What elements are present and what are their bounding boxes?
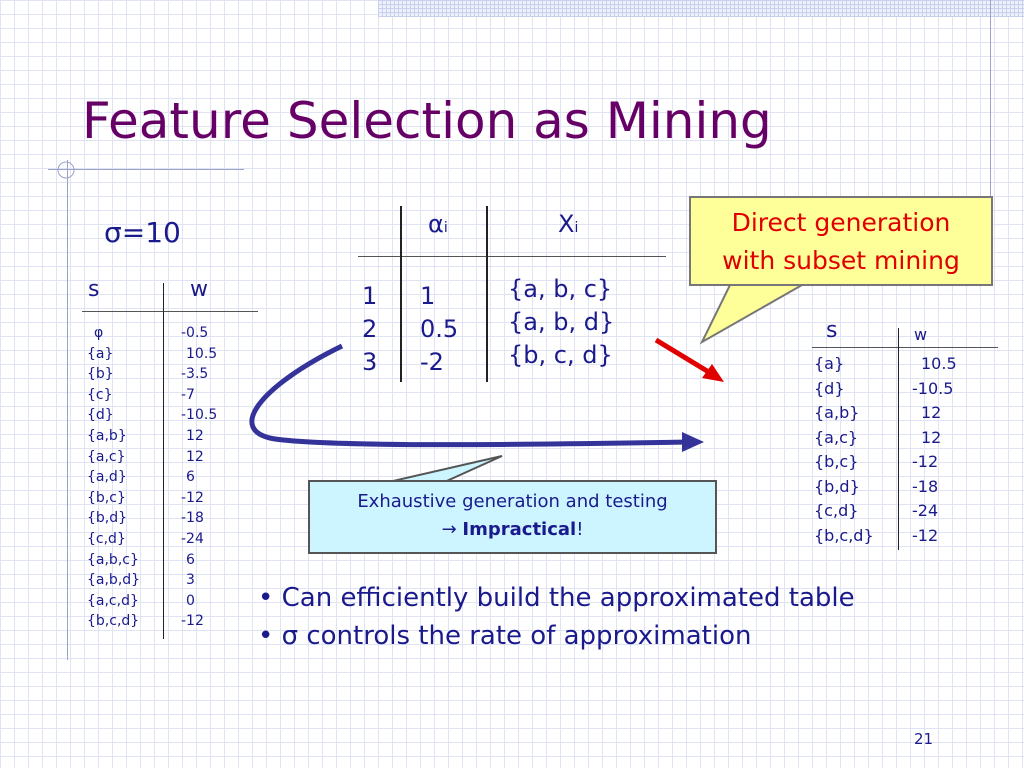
- right-table-cell-w: -12: [912, 452, 939, 471]
- right-table-cell-s: {b,c}: [814, 452, 859, 471]
- left-table-cell-w: -3.5: [181, 366, 209, 383]
- left-table-cell-s: {b,d}: [87, 510, 128, 527]
- left-table-cell-s: {a,b,d}: [87, 572, 141, 589]
- direct-callout-line2: with subset mining: [722, 246, 960, 275]
- left-table-cell-s: φ: [94, 325, 104, 341]
- left-table-cell-w: 10.5: [186, 345, 218, 362]
- x-symbol: X: [558, 210, 575, 238]
- left-table-cell-s: {a,b}: [87, 428, 127, 444]
- left-table-cell-w: 3: [186, 572, 195, 589]
- left-table-cell-w: -12: [181, 489, 204, 506]
- alpha-symbol: α: [428, 210, 444, 238]
- middle-table-cell-i: 1: [362, 282, 378, 310]
- right-table-cell-s: {a}: [814, 354, 845, 373]
- bullet-text: Can efficiently build the approximated t…: [281, 583, 855, 613]
- middle-table-cell-alpha: 1: [420, 282, 436, 310]
- right-header-s: s: [826, 318, 838, 343]
- bullet-item: • σ controls the rate of approximation: [258, 621, 751, 651]
- middle-table-cell-i: 2: [362, 315, 378, 343]
- left-table-cell-w: 12: [186, 448, 204, 465]
- right-table-cell-w: 12: [921, 427, 942, 447]
- right-table-cell-s: {b,c,d}: [814, 525, 874, 545]
- x-subscript: i: [574, 220, 579, 236]
- right-table-cell-s: {b,d}: [814, 476, 860, 496]
- right-table-cell-s: {a,b}: [814, 403, 860, 422]
- left-table-cell-w: -24: [181, 531, 204, 547]
- left-table-cell-s: {a,d}: [87, 469, 127, 486]
- crosshair-icon: [57, 161, 75, 179]
- middle-table-cell-x: {a, b, d}: [508, 308, 615, 336]
- right-table-cell-w: -10.5: [912, 378, 954, 398]
- exclamation-label: !: [576, 519, 584, 540]
- left-table-cell-s: {b,c}: [87, 489, 126, 506]
- left-table-cell-s: {a}: [87, 345, 114, 362]
- left-decor-line: [67, 160, 68, 660]
- direct-generation-callout: Direct generation with subset mining: [689, 196, 993, 286]
- alpha-subscript: i: [443, 220, 448, 236]
- bullet-dot-icon: •: [258, 583, 282, 613]
- slide-title: Feature Selection as Mining: [82, 92, 772, 150]
- left-table-cell-w: 6: [186, 551, 195, 568]
- curved-arrow-icon: [249, 343, 704, 452]
- left-table-cell-s: {a,c}: [87, 448, 126, 465]
- impractical-label: Impractical: [462, 519, 577, 540]
- left-table-cell-w: -7: [181, 386, 195, 403]
- red-arrow-icon: [654, 337, 724, 382]
- right-table-cell-w: -18: [912, 476, 939, 496]
- left-table-cell-s: {c,d}: [87, 531, 126, 547]
- bullet-dot-icon: •: [258, 621, 282, 651]
- right-table-divider: [898, 328, 899, 550]
- left-table-cell-w: 0: [186, 592, 195, 609]
- left-header-s: s: [88, 277, 100, 302]
- left-table-cell-s: {a,b,c}: [87, 551, 139, 568]
- left-table-cell-w: 12: [186, 428, 204, 444]
- bullet-text: σ controls the rate of approximation: [281, 621, 752, 651]
- right-table-cell-s: {c,d}: [814, 501, 859, 520]
- right-table-cell-w: 10.5: [921, 354, 957, 373]
- right-table-cell-w: 12: [921, 403, 942, 422]
- top-decor-band: [378, 0, 1024, 17]
- middle-table-cell-alpha: -2: [420, 348, 444, 376]
- right-decor-line: [990, 0, 991, 210]
- slide-number: 21: [914, 730, 934, 748]
- left-table-divider: [163, 283, 164, 639]
- middle-table-cell-x: {b, c, d}: [508, 341, 613, 369]
- right-table-cell-w: -12: [912, 525, 939, 545]
- middle-table-cell-alpha: 0.5: [420, 315, 459, 343]
- direct-callout-line1: Direct generation: [731, 208, 951, 237]
- bullet-item: • Can efficiently build the approximated…: [258, 583, 855, 613]
- left-table-cell-w: -18: [181, 510, 204, 527]
- arrow-right-icon: →: [441, 519, 457, 540]
- right-header-w: w: [914, 325, 928, 344]
- left-table-cell-s: {d}: [87, 407, 114, 424]
- exhaustive-generation-callout: Exhaustive generation and testing → Impr…: [308, 480, 717, 554]
- left-table-cell-w: -10.5: [181, 407, 218, 424]
- x-header: Xi: [558, 210, 578, 238]
- left-header-w: w: [190, 277, 208, 302]
- left-table-cell-w: -12: [181, 613, 204, 630]
- title-underline: [48, 169, 244, 170]
- middle-table-cell-x: {a, b, c}: [508, 275, 613, 303]
- right-table-cell-s: {a,c}: [814, 427, 859, 447]
- right-table-cell-w: -24: [912, 501, 939, 520]
- middle-table-divider-1: [400, 206, 402, 382]
- exhaustive-callout-line1: Exhaustive generation and testing: [357, 491, 668, 512]
- left-table-cell-w: -0.5: [181, 325, 209, 341]
- middle-table-header-line: [358, 256, 666, 257]
- alpha-header: αi: [428, 210, 448, 238]
- left-table-cell-s: {b,c,d}: [87, 613, 140, 630]
- left-table-cell-s: {b}: [87, 366, 114, 383]
- left-table-cell-s: {c}: [87, 386, 113, 403]
- right-table-header-line: [812, 347, 998, 348]
- left-table-cell-w: 6: [186, 469, 195, 486]
- left-table-header-line: [82, 311, 258, 312]
- middle-table-divider-2: [486, 206, 488, 382]
- sigma-label: σ=10: [104, 216, 181, 249]
- left-table-cell-s: {a,c,d}: [87, 592, 139, 609]
- right-table-cell-s: {d}: [814, 378, 845, 398]
- middle-table-cell-i: 3: [362, 348, 378, 376]
- exhaustive-callout-line2: → Impractical!: [310, 516, 715, 544]
